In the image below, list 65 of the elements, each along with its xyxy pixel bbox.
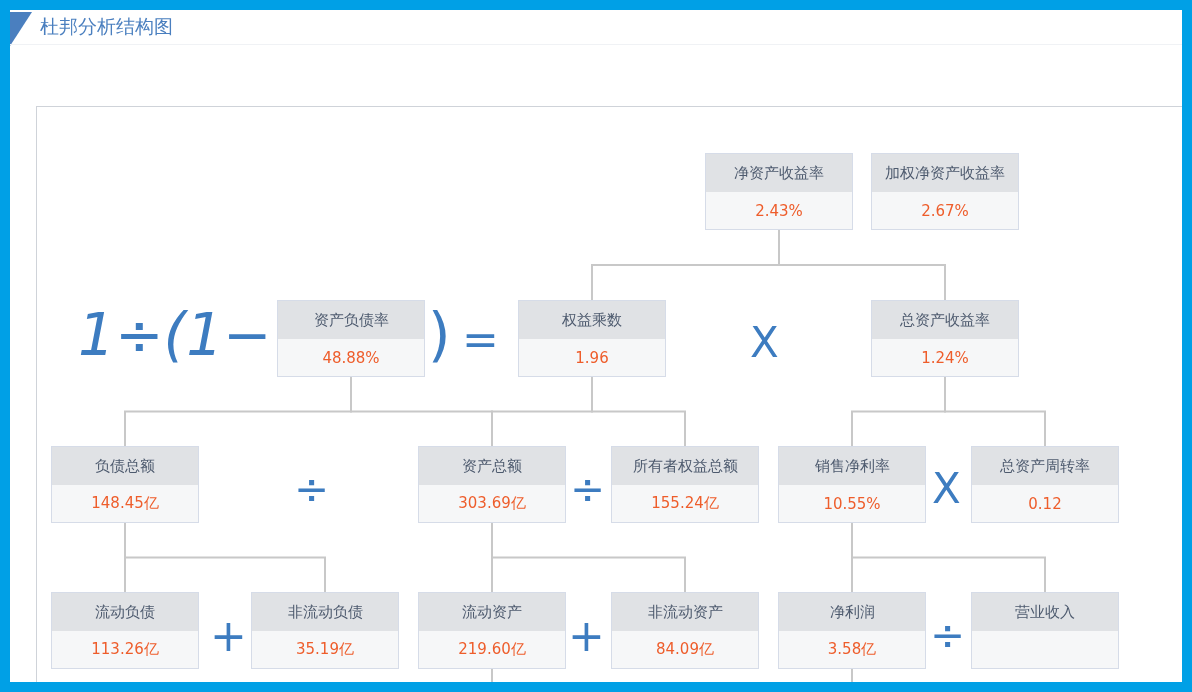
metric-value: 1.96: [574, 347, 610, 369]
formula-operator: 1÷(1−: [78, 306, 272, 364]
connector-line: [851, 522, 1046, 593]
metric-name: 权益乘数: [519, 301, 665, 339]
formula-operator: ÷: [570, 468, 606, 510]
formula-operator: ÷: [294, 468, 330, 510]
formula-operator: +: [210, 614, 247, 658]
metric-value: 148.45亿: [90, 493, 160, 514]
metric-box: [611, 592, 759, 669]
metric-name: 加权净资产收益率: [872, 154, 1018, 192]
metric-box: [871, 153, 1019, 230]
metric-name: 流动资产: [419, 593, 565, 631]
metric-box: [971, 446, 1119, 523]
metric-value: 303.69亿: [457, 493, 527, 514]
formula-operator: X: [750, 322, 779, 364]
metric-value: 0.12: [1027, 493, 1063, 515]
metric-name: 非流动负债: [252, 593, 398, 631]
metric-value: 48.88%: [321, 347, 381, 369]
metric-box: [871, 300, 1019, 377]
metric-name: 销售净利率: [779, 447, 925, 485]
metric-value: 1.24%: [920, 347, 970, 369]
metric-name: 所有者权益总额: [612, 447, 758, 485]
connector-line: [491, 668, 493, 682]
formula-operator: X: [932, 468, 961, 510]
metric-name: 总资产收益率: [872, 301, 1018, 339]
metric-name: 非流动资产: [612, 593, 758, 631]
metric-box: [51, 446, 199, 523]
metric-value: 113.26亿: [90, 639, 160, 660]
connector-line: [591, 376, 686, 447]
metric-box: [778, 446, 926, 523]
formula-operator: ÷: [930, 614, 966, 656]
metric-box: [277, 300, 425, 377]
metric-name: 净资产收益率: [706, 154, 852, 192]
metric-box: [611, 446, 759, 523]
connector-line: [851, 668, 853, 682]
metric-value: 219.60亿: [457, 639, 527, 660]
metric-name: 净利润: [779, 593, 925, 631]
connector-line: [124, 522, 326, 593]
connector-line: [491, 522, 686, 593]
metric-box: [251, 592, 399, 669]
metric-value: 3.58亿: [826, 639, 878, 660]
metric-name: 流动负债: [52, 593, 198, 631]
metric-value: 10.55%: [822, 493, 882, 515]
formula-operator: =: [462, 318, 499, 362]
metric-box: [705, 153, 853, 230]
metric-box: [51, 592, 199, 669]
metric-box: [418, 592, 566, 669]
metric-value: 2.67%: [920, 200, 970, 222]
metric-value: 84.09亿: [655, 639, 715, 660]
metric-name: 总资产周转率: [972, 447, 1118, 485]
metric-value: 155.24亿: [650, 493, 720, 514]
metric-name: 资产负债率: [278, 301, 424, 339]
metric-box: [778, 592, 926, 669]
metric-box: [971, 592, 1119, 669]
metric-name: 负债总额: [52, 447, 198, 485]
metric-name: 营业收入: [972, 593, 1118, 631]
metric-name: 资产总额: [419, 447, 565, 485]
metric-value: 2.43%: [754, 200, 804, 222]
connector-line: [944, 376, 1046, 447]
metric-box: [518, 300, 666, 377]
page-title: 杜邦分析结构图: [40, 14, 173, 39]
formula-operator: +: [568, 614, 605, 658]
metric-box: [418, 446, 566, 523]
metric-value: 35.19亿: [295, 639, 355, 660]
formula-operator: ): [428, 306, 451, 364]
